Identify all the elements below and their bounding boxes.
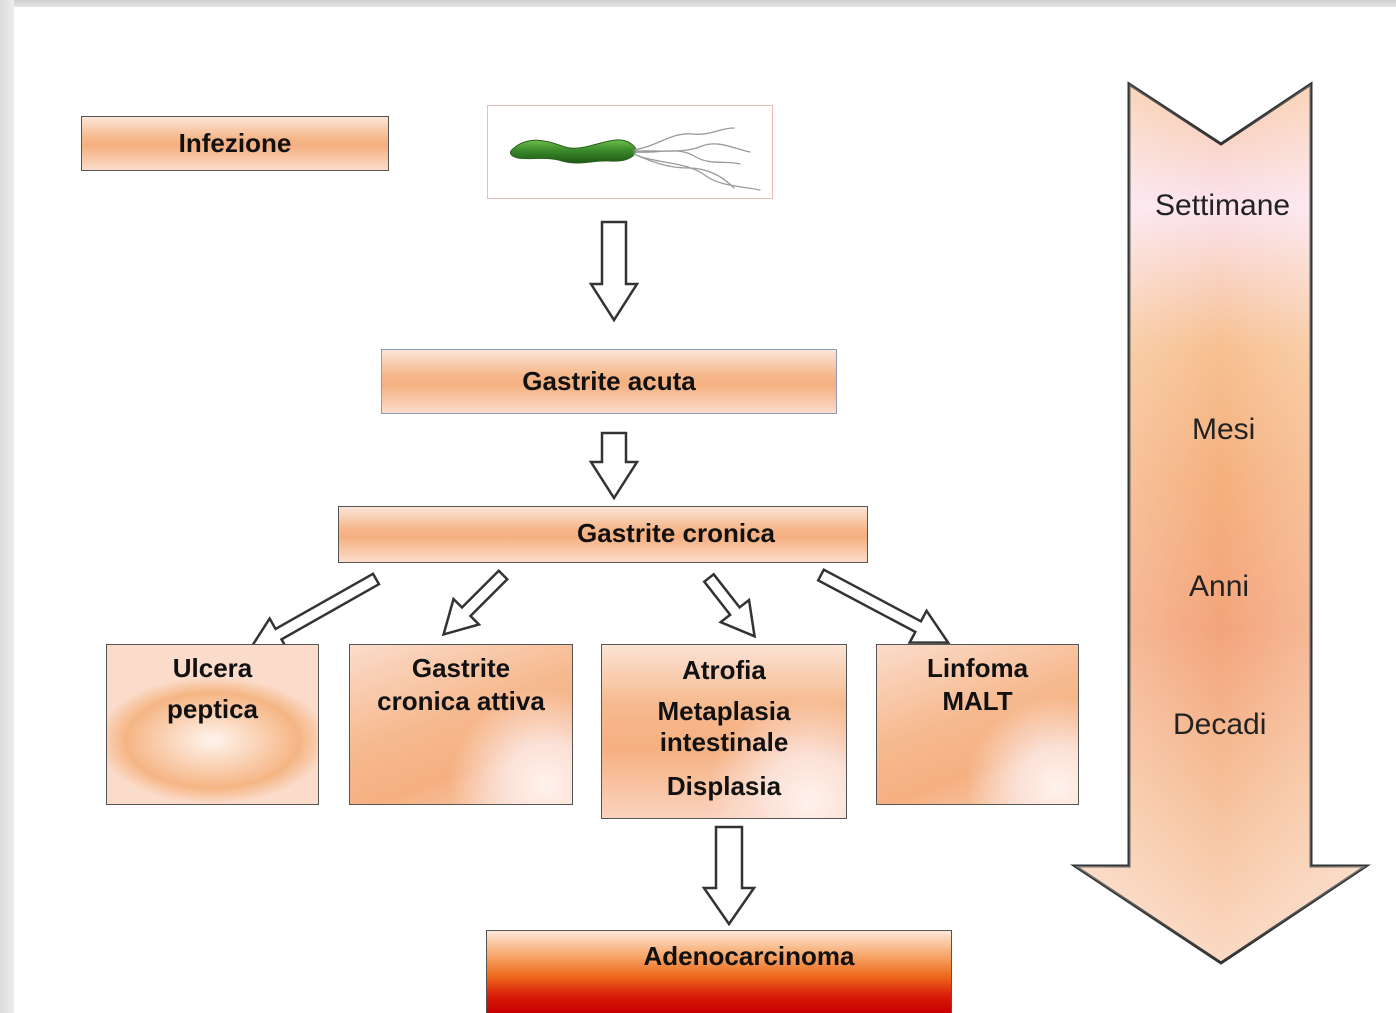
ulcera-label-line2: peptica [166, 694, 259, 725]
adenocarcinoma-label: Adenocarcinoma [643, 941, 855, 971]
atrofia-metaplasia-displasia-box: Atrofia Metaplasia intestinale Displasia [601, 644, 847, 819]
timeline-label-anni: Anni [1189, 570, 1250, 603]
gastrite-attiva-label-line1: Gastrite [411, 653, 511, 683]
displasia-label: Displasia [666, 770, 782, 801]
linfoma-malt-box: Linfoma MALT [876, 644, 1079, 805]
gastrite-cronica-attiva-box: Gastrite cronica attiva [349, 644, 573, 805]
window-left-border [0, 0, 14, 1013]
down-arrow-icon [588, 220, 640, 323]
linfoma-label-line2: MALT [942, 686, 1013, 717]
infezione-box: Infezione [81, 116, 389, 171]
intestinale-label: intestinale [659, 727, 789, 758]
window-top-border [0, 0, 1396, 7]
infezione-label: Infezione [178, 127, 292, 158]
gastrite-cronica-label: Gastrite cronica [577, 517, 775, 548]
bacterium-image [487, 105, 773, 199]
gastrite-acuta-box: Gastrite acuta [381, 349, 837, 414]
diagonal-arrow-icon [816, 568, 951, 644]
timeline-label-decadi: Decadi [1173, 708, 1267, 741]
adenocarcinoma-box: Adenocarcinoma [486, 930, 952, 1013]
ulcera-peptica-box: Ulcera peptica [106, 644, 319, 805]
gastrite-acuta-label: Gastrite acuta [522, 365, 696, 396]
linfoma-label-line1: Linfoma [926, 653, 1029, 683]
metaplasia-label: Metaplasia [657, 696, 791, 727]
timeline-arrow-icon [1070, 81, 1371, 965]
helicobacter-bacterium-icon [510, 127, 761, 191]
diagonal-arrow-icon [702, 572, 757, 639]
timeline-label-mesi: Mesi [1192, 413, 1256, 446]
gastrite-cronica-box: Gastrite cronica [338, 506, 868, 563]
diagonal-arrow-icon [246, 572, 381, 653]
gastrite-attiva-label-line2: cronica attiva [377, 686, 545, 717]
atrofia-label: Atrofia [682, 655, 766, 685]
down-arrow-icon [588, 431, 640, 501]
diagonal-arrow-icon [441, 568, 510, 637]
down-arrow-icon [701, 825, 757, 927]
timeline-label-settimane: Settimane [1155, 189, 1291, 222]
ulcera-label-line1: Ulcera [172, 653, 253, 683]
